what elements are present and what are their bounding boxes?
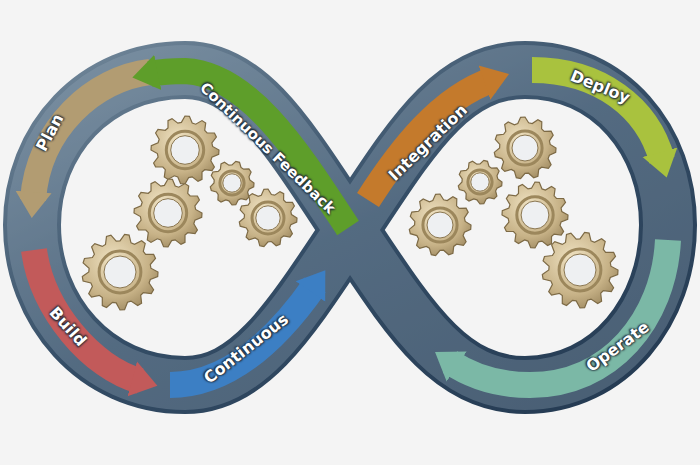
continuous-arrow (170, 285, 315, 385)
operate-arrow (450, 240, 668, 385)
phase-arrows (33, 70, 668, 385)
gear-ring (252, 202, 284, 234)
gear (494, 117, 556, 179)
gear-hole (564, 254, 596, 286)
gear-hole (171, 136, 200, 165)
gear-ring (508, 131, 542, 165)
gear-hole (104, 256, 136, 288)
plan-arrow (33, 72, 150, 200)
gear-hole (223, 174, 241, 192)
gear-ring (559, 249, 601, 291)
build-arrow (34, 250, 140, 381)
gear-hole (427, 212, 453, 238)
feedback-arrow (150, 71, 348, 228)
gear-hole (512, 135, 538, 161)
gear (542, 232, 618, 308)
gear-ring (468, 170, 492, 194)
gear (210, 161, 254, 205)
gear-hole (154, 199, 183, 228)
gear (239, 189, 297, 247)
gear (134, 179, 202, 247)
loop-bevel (32, 70, 668, 385)
gear-ring (220, 171, 244, 195)
loop-band (32, 70, 668, 385)
gear (458, 160, 502, 204)
gear (82, 234, 158, 310)
gear (151, 116, 219, 184)
gear-ring (166, 131, 203, 168)
gear-ring (423, 208, 457, 242)
gear-hole (521, 201, 549, 229)
gear-ring (149, 194, 186, 231)
integration-arrow (368, 80, 492, 200)
infinity-band (32, 70, 668, 385)
gear (409, 194, 471, 256)
gear-ring (517, 197, 553, 233)
gear-hole (256, 206, 280, 230)
gear-ring (99, 251, 141, 293)
gear-hole (471, 173, 489, 191)
gear (502, 182, 568, 248)
